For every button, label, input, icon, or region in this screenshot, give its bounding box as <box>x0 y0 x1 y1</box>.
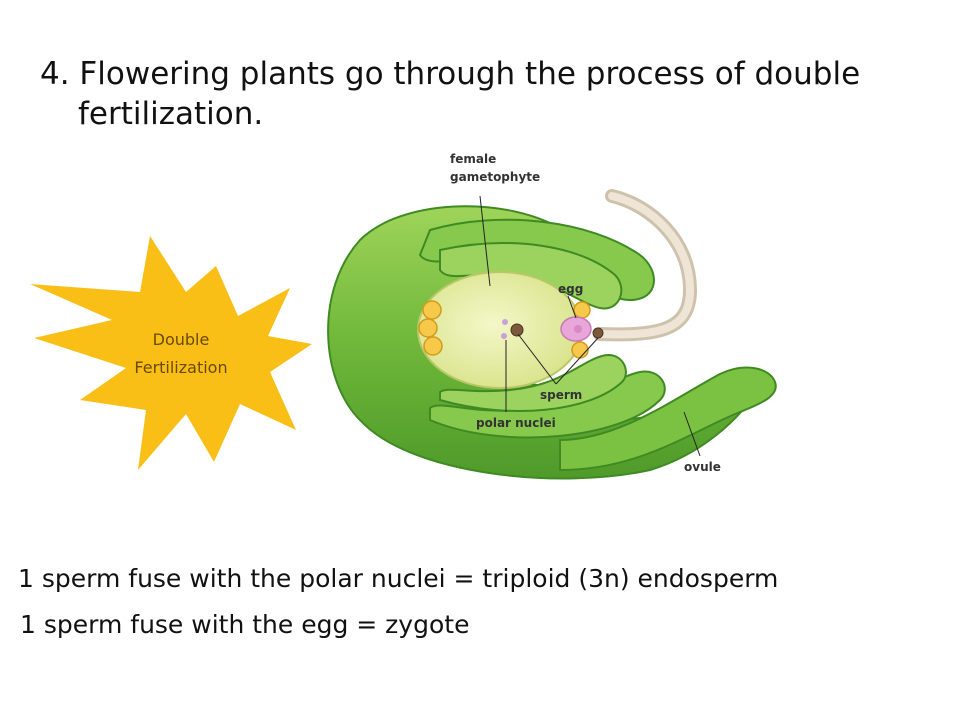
starburst-shape <box>30 236 312 470</box>
label-female-line-1: female <box>450 152 497 166</box>
burst-label-line-1: Double <box>152 330 210 349</box>
leader-sperm-1 <box>517 333 557 385</box>
label-female-line-2: gametophyte <box>450 170 541 184</box>
statement-zygote: 1 sperm fuse with the egg = zygote <box>20 610 470 639</box>
sperm-cell <box>592 327 604 339</box>
burst-label-line-2: Fertilization <box>134 358 228 377</box>
leader-ovule <box>683 411 701 457</box>
synergid <box>573 301 591 319</box>
label-ovule: ovule <box>684 460 721 474</box>
label-polar-nuclei: polar nuclei <box>476 416 556 430</box>
leader-female-gametophyte <box>479 195 491 287</box>
burst-label: Double Fertilization <box>96 326 266 382</box>
label-sperm: sperm <box>540 388 583 402</box>
label-egg: egg <box>558 282 584 296</box>
leader-sperm-2 <box>555 337 599 385</box>
statement-endosperm: 1 sperm fuse with the polar nuclei = tri… <box>18 564 779 593</box>
antipodal-cell <box>423 336 443 356</box>
ovule-stalk <box>559 366 777 472</box>
synergid <box>571 341 589 359</box>
label-female-gametophyte: female gametophyte <box>450 150 540 186</box>
antipodal-cell <box>422 300 442 320</box>
polar-nucleus <box>502 319 508 325</box>
sperm-cell <box>510 323 524 337</box>
title-line-2: fertilization. <box>78 96 264 132</box>
leader-egg <box>567 295 577 319</box>
polar-nucleus <box>501 333 507 339</box>
slide-title: 4. Flowering plants go through the proce… <box>40 54 920 134</box>
antipodal-cell <box>418 318 438 338</box>
title-line-1: 4. Flowering plants go through the proce… <box>40 56 861 92</box>
